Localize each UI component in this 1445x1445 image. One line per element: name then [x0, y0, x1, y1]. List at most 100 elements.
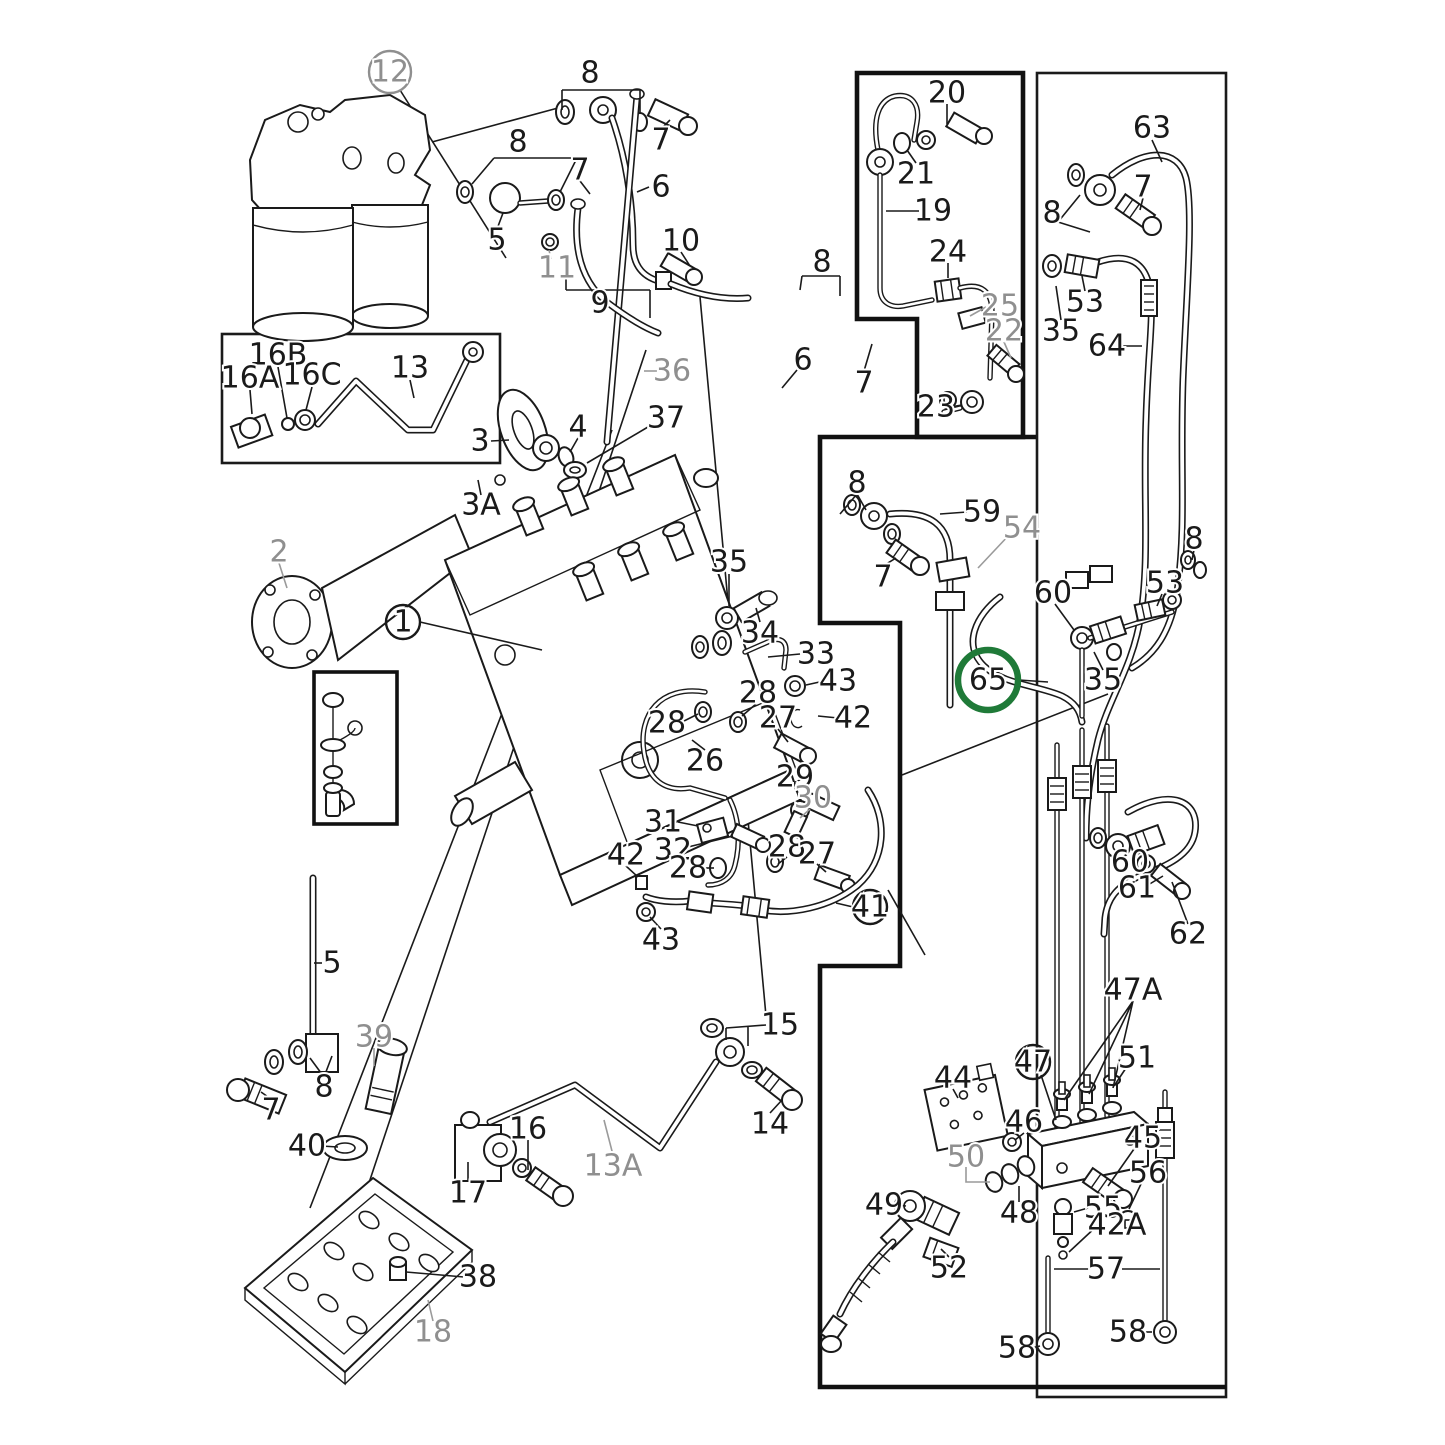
bracket-44: [923, 1062, 1010, 1152]
part-number-19: 19: [914, 194, 952, 229]
part-label-58: 58: [996, 1329, 1038, 1368]
part-number-14: 14: [751, 1107, 789, 1142]
fuel-filter-assembly: [248, 93, 432, 342]
delivery-valves: [512, 456, 695, 602]
part-number-27: 27: [798, 837, 836, 872]
part-number-31: 31: [644, 805, 682, 840]
part-number-12: 12: [371, 55, 409, 90]
part-label-9: 9: [588, 284, 611, 323]
part-number-21: 21: [897, 157, 935, 192]
part-label-17: 17: [447, 1174, 489, 1213]
part-number-23: 23: [917, 390, 955, 425]
part-number-36: 36: [653, 354, 691, 389]
part-number-55: 55: [1084, 1191, 1122, 1226]
lower-right-parts: [819, 723, 1200, 1356]
part-number-6: 6: [793, 343, 812, 378]
part-label-8: 8: [506, 123, 529, 162]
part-number-8: 8: [580, 56, 599, 91]
part-number-8: 8: [847, 466, 866, 501]
part-label-28: 28: [667, 849, 709, 888]
part-label-4: 4: [566, 408, 589, 447]
part-label-63: 63: [1131, 109, 1173, 148]
part-number-22: 22: [985, 314, 1023, 349]
part-number-43: 43: [642, 923, 680, 958]
part-number-42A: 42A: [1088, 1208, 1147, 1243]
part-number-7: 7: [873, 560, 892, 595]
callout-circle-12: [367, 49, 413, 95]
part-label-16: 16: [507, 1110, 549, 1149]
part-label-43: 43: [640, 921, 682, 960]
part-number-26: 26: [686, 744, 724, 779]
mid-hoses: [843, 494, 1207, 726]
part-label-11: 11: [536, 249, 578, 288]
part-number-20: 20: [928, 76, 966, 111]
part-label-19: 19: [912, 192, 954, 231]
part-label-7: 7: [852, 364, 875, 403]
part-label-15: 15: [759, 1006, 801, 1045]
part-label-18: 18: [412, 1313, 454, 1352]
part-label-12: 12: [367, 49, 413, 95]
part-label-30: 30: [792, 779, 834, 818]
part-label-61: 61: [1116, 869, 1158, 908]
part-number-16C: 16C: [282, 358, 341, 393]
part-number-35: 35: [1084, 663, 1122, 698]
part-number-42: 42: [607, 838, 645, 873]
part-number-4: 4: [568, 410, 587, 445]
part-number-60: 60: [1034, 576, 1072, 611]
part-label-3A: 3A: [459, 486, 503, 525]
part-number-6: 6: [651, 170, 670, 205]
part-number-49: 49: [865, 1188, 903, 1223]
part-label-8: 8: [810, 243, 833, 282]
part-label-26: 26: [684, 742, 726, 781]
part-number-64: 64: [1088, 329, 1126, 364]
part-label-34: 34: [739, 614, 781, 653]
part-number-5: 5: [322, 946, 341, 981]
part-label-16C: 16C: [280, 356, 343, 395]
part-label-43: 43: [817, 662, 859, 701]
parts-44-47: [320, 692, 363, 817]
part-label-13: 13: [389, 349, 431, 388]
washers-50: [984, 1155, 1036, 1193]
part-label-21: 21: [895, 155, 937, 194]
lower-left-parts: [226, 874, 408, 1161]
part-number-65: 65: [969, 663, 1007, 698]
part-number-8: 8: [1184, 522, 1203, 557]
part-label-51: 51: [1116, 1039, 1158, 1078]
part-number-15: 15: [761, 1008, 799, 1043]
part-label-8: 8: [845, 464, 868, 503]
part-label-5: 5: [485, 221, 508, 260]
part-number-9: 9: [590, 286, 609, 321]
part-number-58: 58: [998, 1331, 1036, 1366]
part-label-31: 31: [642, 803, 684, 842]
box-parts-44-47: [312, 670, 399, 826]
part-label-42A: 42A: [1086, 1206, 1149, 1245]
part-label-8: 8: [578, 54, 601, 93]
part-number-28: 28: [739, 676, 777, 711]
part-number-47A: 47A: [1104, 973, 1163, 1008]
part-label-62: 62: [1167, 915, 1209, 954]
part-number-16B: 16B: [249, 338, 308, 373]
part-label-25: 25: [979, 287, 1021, 326]
part-number-58: 58: [1109, 1315, 1147, 1350]
part-label-13A: 13A: [582, 1147, 645, 1186]
part-number-33: 33: [797, 637, 835, 672]
part-label-2: 2: [267, 533, 290, 572]
part-label-39: 39: [353, 1018, 395, 1057]
part-number-62: 62: [1169, 917, 1207, 952]
callout-circle-41: [851, 888, 889, 926]
part-number-2: 2: [269, 535, 288, 570]
part-label-53: 53: [1144, 564, 1186, 603]
part-number-8: 8: [314, 1070, 333, 1105]
part-number-29: 29: [776, 760, 814, 795]
part-number-63: 63: [1133, 111, 1171, 146]
part-number-28: 28: [648, 706, 686, 741]
part-label-3: 3: [468, 422, 491, 461]
part-label-33: 33: [795, 635, 837, 674]
callout-circle-1: [384, 603, 422, 641]
part-label-54: 54: [1001, 509, 1043, 548]
part-number-7: 7: [261, 1093, 280, 1128]
part-number-8: 8: [508, 125, 527, 160]
part-number-3: 3: [470, 424, 489, 459]
part-label-14: 14: [749, 1105, 791, 1144]
